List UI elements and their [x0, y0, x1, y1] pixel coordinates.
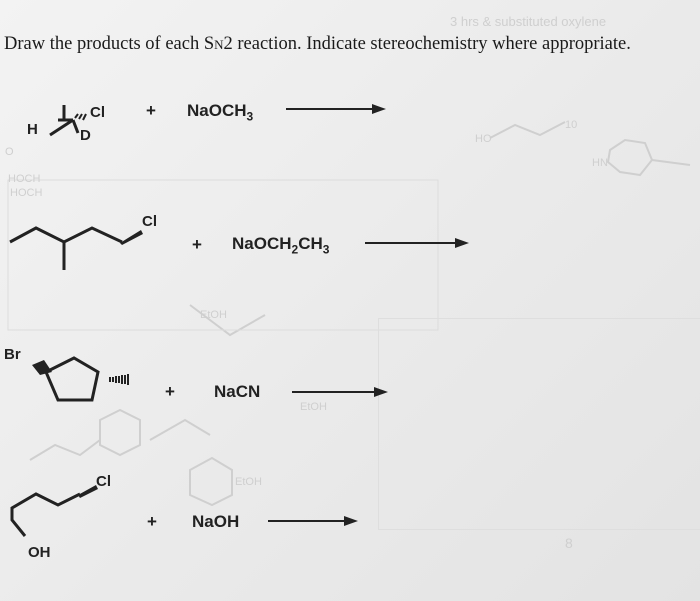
plus-sign: + — [146, 101, 156, 120]
answer-box — [378, 318, 700, 530]
reagent-label: NaCN — [214, 382, 261, 401]
atom-label-h: H — [27, 121, 38, 138]
reaction-arrow — [292, 387, 388, 397]
plus-sign: + — [147, 512, 157, 531]
reagent-label: NaOCH3 — [187, 101, 254, 124]
atom-label-cl: Cl — [142, 213, 157, 230]
reagent-label: NaOH — [192, 512, 240, 531]
atom-label-oh: OH — [28, 544, 51, 561]
reaction-arrow — [365, 238, 469, 248]
reaction-arrow — [286, 104, 386, 114]
reagent-label: NaOCH2CH3 — [232, 234, 330, 257]
instruction-heading: Draw the products of each SN2 reaction. … — [4, 34, 631, 54]
atom-label-cl: Cl — [96, 473, 111, 490]
plus-sign: + — [165, 382, 175, 401]
atom-label-br: Br — [4, 346, 21, 363]
atom-label-d: D — [80, 127, 91, 144]
atom-label-cl: Cl — [90, 104, 105, 121]
plus-sign: + — [192, 235, 202, 254]
reaction-arrow — [268, 516, 358, 526]
